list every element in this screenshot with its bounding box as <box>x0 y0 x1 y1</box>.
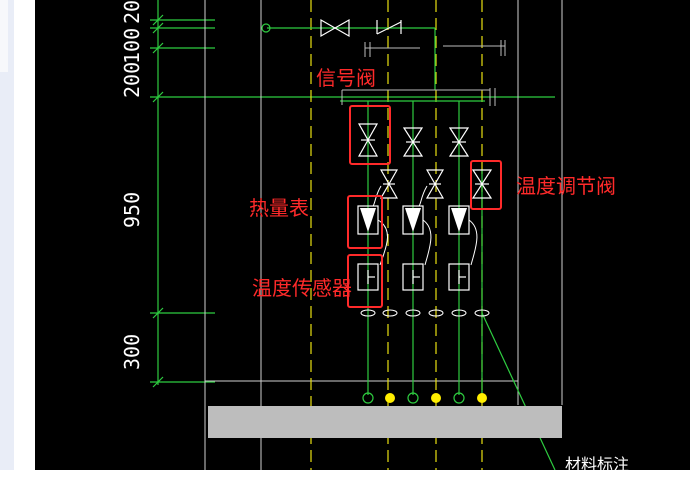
temp-control-valve-icons <box>379 169 493 199</box>
base-slab <box>208 406 562 438</box>
cabinet-outline <box>204 0 563 470</box>
temp-sensor-label: 温度传感器 <box>252 276 352 300</box>
dimension-text-20: 20 <box>120 0 144 24</box>
annotation-boxes <box>347 105 502 308</box>
gate-valve-icon <box>320 18 350 38</box>
pipes <box>261 23 556 470</box>
dimension-text-100: 100 <box>120 28 144 64</box>
dimension-ticks <box>150 14 555 388</box>
dimension-text-300: 300 <box>120 334 144 370</box>
cad-drawing: 20 100 200 950 300 <box>120 0 629 470</box>
temp-control-valve-label: 温度调节阀 <box>516 174 616 198</box>
dimension-text-950: 950 <box>120 192 144 228</box>
left-gutter <box>0 0 14 502</box>
cad-canvas[interactable]: 20 100 200 950 300 <box>35 0 690 470</box>
bottom-strip <box>0 470 690 502</box>
signal-valve-label: 信号阀 <box>316 66 376 90</box>
gutter-chip <box>0 0 8 72</box>
signal-valve-icons <box>357 123 470 157</box>
heat-meter-icons <box>357 205 470 235</box>
check-valve-icon <box>376 20 402 35</box>
temp-sensor-icons <box>357 263 470 291</box>
heat-meter-label: 热量表 <box>249 196 309 220</box>
material-note-text: 材料标注 <box>565 455 629 470</box>
pipe-unions <box>360 309 490 317</box>
pipe-end-dots <box>362 392 487 404</box>
dimension-text-200: 200 <box>120 62 144 98</box>
upper-pipes <box>341 40 506 106</box>
